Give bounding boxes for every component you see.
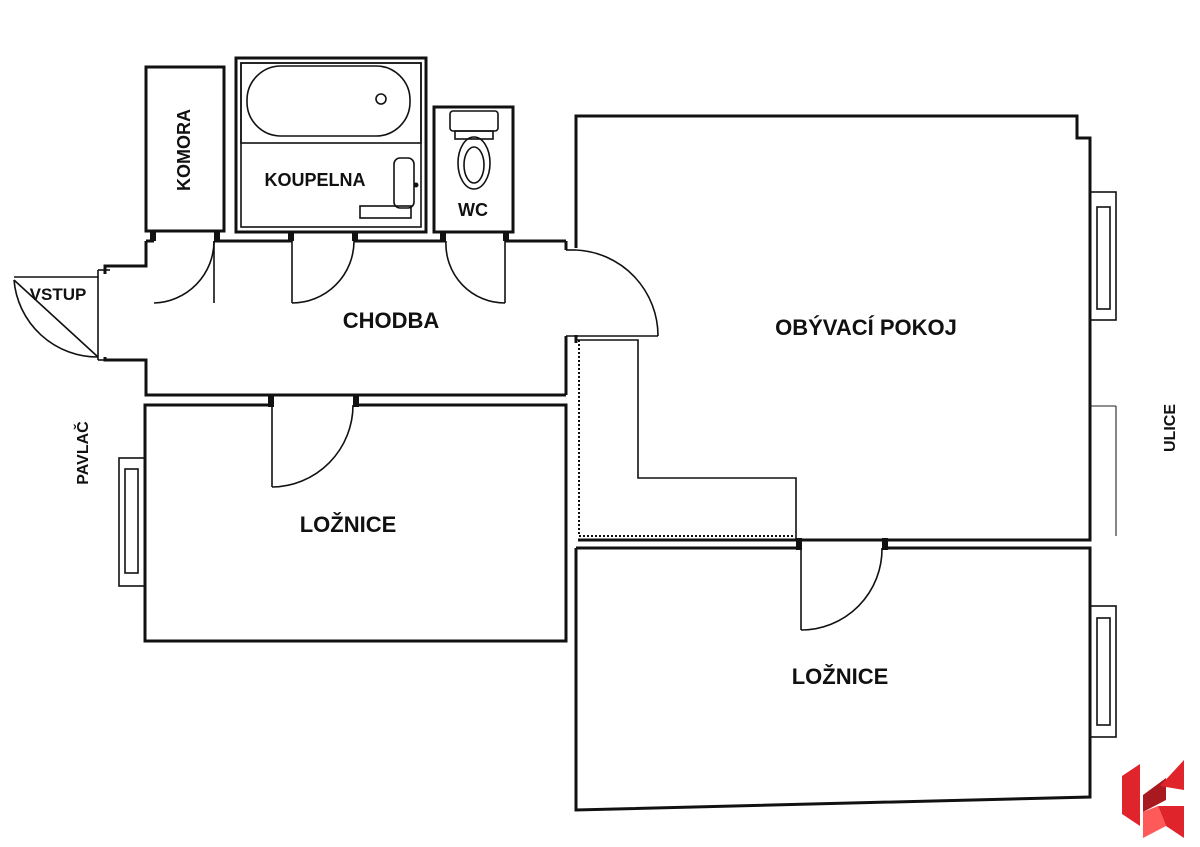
room-obyvaci-pokoj: OBÝVACÍ POKOJ [566, 114, 1117, 542]
label-loznice-right: LOŽNICE [792, 664, 889, 689]
door-jambs [150, 231, 509, 241]
label-koupelna: KOUPELNA [264, 170, 365, 190]
bathtub-icon [240, 62, 422, 144]
shelf-icon [359, 205, 412, 219]
label-pavlac: PAVLAČ [73, 421, 92, 485]
brand-logo [1122, 760, 1184, 838]
label-komora: KOMORA [174, 109, 194, 191]
window-obyvaci [1089, 191, 1117, 536]
room-koupelna: KOUPELNA [234, 56, 428, 234]
room-loznice-right: LOŽNICE [574, 538, 1117, 812]
door-vstup [13, 276, 99, 358]
label-ulice: ULICE [1162, 404, 1179, 452]
door-wc [445, 240, 506, 304]
room-wc: WC [432, 105, 515, 234]
door-komora [153, 240, 215, 304]
toilet-icon [449, 110, 499, 190]
room-loznice-left: LOŽNICE [118, 395, 568, 643]
sink-icon [393, 157, 419, 209]
label-wc: WC [458, 200, 488, 220]
door-koupelna [291, 240, 355, 304]
window-loznice-left [118, 457, 146, 587]
label-vstup: VSTUP [30, 285, 87, 304]
label-obyvaci-pokoj: OBÝVACÍ POKOJ [775, 315, 957, 340]
room-chodba: CHODBA [97, 238, 568, 397]
label-chodba: CHODBA [343, 308, 440, 333]
room-komora: KOMORA [144, 65, 226, 233]
window-loznice-right [1089, 605, 1117, 738]
label-loznice-left: LOŽNICE [300, 512, 397, 537]
